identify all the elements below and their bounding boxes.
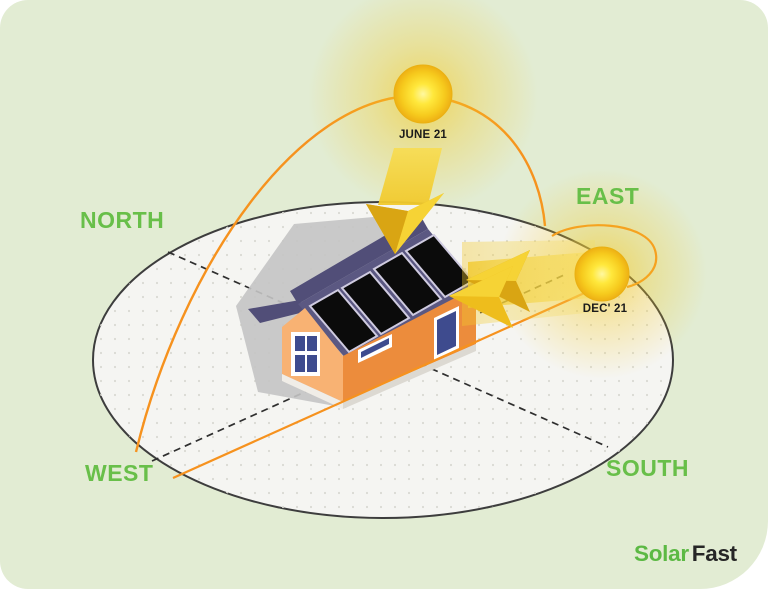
december-sun: [574, 246, 630, 302]
solar-panel-array: [308, 233, 475, 354]
june-sun-beam-arrow: [366, 148, 444, 254]
side-window: [358, 334, 392, 363]
front-door: [434, 306, 459, 360]
compass-label-west: WEST: [85, 460, 154, 486]
compass-label-east: EAST: [576, 183, 640, 209]
roof-left-overhang: [248, 300, 304, 323]
gable-window: [291, 332, 320, 376]
logo-fast-text: Fast: [691, 541, 737, 566]
compass-label-north: NORTH: [80, 207, 165, 233]
solar-panel-2: [340, 270, 411, 336]
june-sun: [393, 64, 453, 124]
december-sun-beam-arrow: [449, 240, 595, 328]
plinth-left: [282, 374, 343, 409]
solar-panel-1: [308, 288, 379, 354]
december-sun-label: DEC' 21: [582, 303, 628, 315]
june-sun-label: JUNE 21: [398, 129, 448, 141]
compass-label-south: SOUTH: [606, 455, 689, 481]
plinth-right: [343, 344, 476, 409]
logo-solar-text: Solar: [634, 541, 689, 566]
solar-panel-3: [372, 251, 443, 317]
